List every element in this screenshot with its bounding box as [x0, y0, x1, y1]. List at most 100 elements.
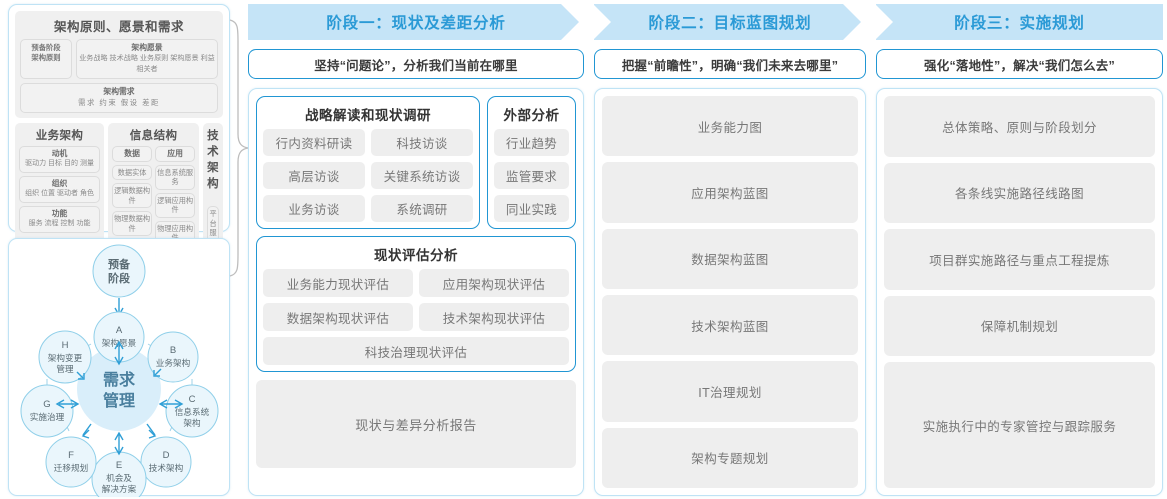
- business-function-title: 功能: [51, 209, 68, 218]
- business-motivation-items: 驱动力 目标 目的 测量: [25, 160, 94, 167]
- adm-node-e-label2: 解决方案: [102, 483, 137, 494]
- assessment-row: 科技治理现状评估: [263, 337, 569, 365]
- adm-node-g-label: 实施治理: [30, 411, 65, 422]
- adm-cycle-diagram: 预备 阶段 需求 管理 A 架构愿景 B 业务架构: [20, 244, 219, 497]
- stage-1-banner[interactable]: 阶段一：现状及差距分析: [248, 4, 585, 40]
- stage-3-banner-label: 阶段三：实施规划: [954, 15, 1085, 32]
- adm-node-g-letter: G: [43, 399, 50, 410]
- stage-2-subtitle-box: 把握“前瞻性”，明确“我们未来去哪里”: [594, 49, 866, 79]
- assessment-row: 数据架构现状评估 技术架构现状评估: [263, 303, 569, 331]
- strategy-research-header: 战略解读和现状调研: [305, 108, 431, 123]
- row-tech-arch-blueprint[interactable]: 技术架构蓝图: [602, 294, 858, 356]
- chevron-right-icon-1: [559, 4, 585, 40]
- logical-application-component-box: 逻辑应用构件: [155, 192, 196, 218]
- architecture-requirements-items: 需求 约束 假设 差距: [78, 98, 160, 107]
- adm-node-prep: [92, 244, 146, 298]
- adm-node-g: [20, 384, 74, 438]
- stage-2-item-stack: 业务能力图 应用架构蓝图 数据架构蓝图 技术架构蓝图 IT治理规划 架构专题规划: [602, 96, 858, 488]
- adm-arrowhead-d: [148, 429, 157, 439]
- adm-arrowhead-c1: [158, 399, 168, 409]
- stage-3-banner[interactable]: 阶段三：实施规划: [875, 4, 1163, 40]
- adm-arrowhead-e1: [114, 431, 124, 441]
- adm-node-c: [165, 384, 219, 438]
- prep-phase-line2: 架构原则: [31, 53, 61, 62]
- business-architecture-title: 业务架构: [35, 130, 84, 142]
- pill-business-interview[interactable]: 业务访谈: [263, 195, 365, 222]
- external-analysis-header: 外部分析: [503, 108, 560, 123]
- application-subcolumn: 应用 信息系统服务 逻辑应用构件 物理应用构件: [155, 146, 196, 246]
- stage-3-body: 总体策略、原则与阶段划分 各条线实施路径线路图 项目群实施路径与重点工程提炼 保…: [876, 88, 1163, 496]
- adm-node-f: [45, 436, 97, 488]
- strategy-research-row: 高层访谈 关键系统访谈: [263, 162, 473, 189]
- requirements-section: 架构原则、愿景和需求 预备阶段 架构原则 架构愿景 业务战略 技术战略 业务原则…: [15, 11, 223, 118]
- information-system-service-box: 信息系统服务: [155, 164, 196, 190]
- requirements-title: 架构原则、愿景和需求: [53, 20, 184, 34]
- adm-arrow-h: [76, 371, 84, 379]
- chevron-right-icon-2: [841, 4, 867, 40]
- adm-node-h-label: 架构变更: [48, 352, 83, 363]
- stage-3-item-stack: 总体策略、原则与阶段划分 各条线实施路径线路图 项目群实施路径与重点工程提炼 保…: [884, 96, 1155, 489]
- adm-center-line2: 管理: [103, 391, 135, 410]
- adm-arrowhead-g1: [70, 399, 80, 409]
- prep-phase-line1: 预备阶段: [31, 43, 61, 52]
- pill-peer-practice[interactable]: 同业实践: [494, 195, 569, 222]
- row-overall-strategy[interactable]: 总体策略、原则与阶段划分: [884, 96, 1155, 157]
- stage-2-banner-label: 阶段二：目标蓝图规划: [648, 15, 812, 32]
- pill-exec-interview[interactable]: 高层访谈: [263, 162, 365, 189]
- row-it-governance-plan[interactable]: IT治理规划: [602, 361, 858, 422]
- gap-analysis-report-box[interactable]: 现状与差异分析报告: [256, 380, 576, 468]
- requirements-row: 预备阶段 架构原则 架构愿景 业务战略 技术战略 业务原则 架构愿景 利益相关者: [20, 39, 218, 79]
- pill-tech-interview[interactable]: 科技访谈: [371, 129, 473, 156]
- strategy-research-row: 业务访谈 系统调研: [263, 195, 473, 222]
- application-header: 应用: [155, 146, 196, 162]
- logical-data-component-box: 逻辑数据构件: [112, 183, 153, 208]
- stage-1-top-row: 战略解读和现状调研 行内资料研读 科技访谈 高层访谈 关键系统访谈 业务访谈 系…: [256, 96, 576, 229]
- row-assurance-mechanism[interactable]: 保障机制规划: [884, 295, 1155, 357]
- adm-arrowhead-f: [81, 429, 90, 439]
- pill-key-system-interview[interactable]: 关键系统访谈: [371, 162, 473, 189]
- architecture-requirements-box: 架构需求 需求 约束 假设 差距: [20, 83, 218, 113]
- adm-node-d-letter: D: [163, 450, 170, 461]
- adm-node-f-label: 迁移规划: [54, 462, 88, 473]
- stage-2-subtitle: 把握“前瞻性”，明确“我们未来去哪里”: [621, 58, 839, 73]
- information-structure-split: 数据 数据实体 逻辑数据构件 物理数据构件 应用 信息系统服务 逻辑应用构件 物…: [112, 146, 196, 246]
- prep-phase-box: 预备阶段 架构原则: [20, 39, 72, 79]
- stages-container: 阶段一：现状及差距分析 坚持“问题论”，分析我们当前在哪里 战略解读和现状调研 …: [248, 4, 1163, 496]
- pill-tech-governance-assessment[interactable]: 科技治理现状评估: [263, 337, 569, 365]
- row-expert-control-tracking[interactable]: 实施执行中的专家管控与跟踪服务: [884, 362, 1155, 489]
- row-line-roadmap[interactable]: 各条线实施路径线路图: [884, 162, 1155, 224]
- adm-node-b-letter: B: [170, 345, 176, 356]
- business-function-box: 功能 服务 流程 控制 功能: [19, 206, 101, 233]
- row-business-capability-map[interactable]: 业务能力图: [602, 96, 858, 157]
- pill-business-capability-assessment[interactable]: 业务能力现状评估: [263, 269, 413, 297]
- pill-tech-arch-assessment[interactable]: 技术架构现状评估: [419, 303, 569, 331]
- row-program-path[interactable]: 项目群实施路径与重点工程提炼: [884, 229, 1155, 290]
- pill-industry-trend[interactable]: 行业趋势: [494, 129, 569, 156]
- adm-arrow-b: [154, 368, 162, 376]
- adm-arrowhead-g2: [55, 399, 65, 409]
- adm-arrowhead-h: [78, 373, 85, 380]
- stage-3-subtitle: 强化“落地性”，解决“我们怎么去”: [924, 58, 1115, 73]
- pill-internal-docs[interactable]: 行内资料研读: [263, 129, 365, 156]
- adm-node-h-letter: H: [62, 340, 69, 351]
- adm-node-a-letter: A: [116, 325, 123, 336]
- stage-1-body: 战略解读和现状调研 行内资料研读 科技访谈 高层访谈 关键系统访谈 业务访谈 系…: [248, 88, 584, 496]
- row-application-arch-blueprint[interactable]: 应用架构蓝图: [602, 162, 858, 223]
- adm-node-c-label2: 架构: [183, 417, 201, 428]
- business-function-items: 服务 流程 控制 功能: [28, 220, 91, 227]
- pill-system-survey[interactable]: 系统调研: [371, 195, 473, 222]
- row-data-arch-blueprint[interactable]: 数据架构蓝图: [602, 228, 858, 289]
- assessment-row: 业务能力现状评估 应用架构现状评估: [263, 269, 569, 297]
- business-organization-title: 组织: [51, 179, 68, 188]
- pill-regulatory-requirement[interactable]: 监管要求: [494, 162, 569, 189]
- adm-node-f-letter: F: [68, 450, 74, 461]
- pill-data-arch-assessment[interactable]: 数据架构现状评估: [263, 303, 413, 331]
- external-analysis-row: 监管要求: [494, 162, 569, 189]
- row-architecture-topic-plan[interactable]: 架构专题规划: [602, 427, 858, 488]
- stage-1-subtitle: 坚持“问题论”，分析我们当前在哪里: [314, 58, 518, 73]
- data-entity-box: 数据实体: [112, 164, 153, 180]
- stage-2-banner[interactable]: 阶段二：目标蓝图规划: [593, 4, 867, 40]
- business-organization-items: 组织 位置 驱动者 角色: [25, 190, 94, 197]
- adm-arrowhead-b: [153, 370, 160, 377]
- pill-application-arch-assessment[interactable]: 应用架构现状评估: [419, 269, 569, 297]
